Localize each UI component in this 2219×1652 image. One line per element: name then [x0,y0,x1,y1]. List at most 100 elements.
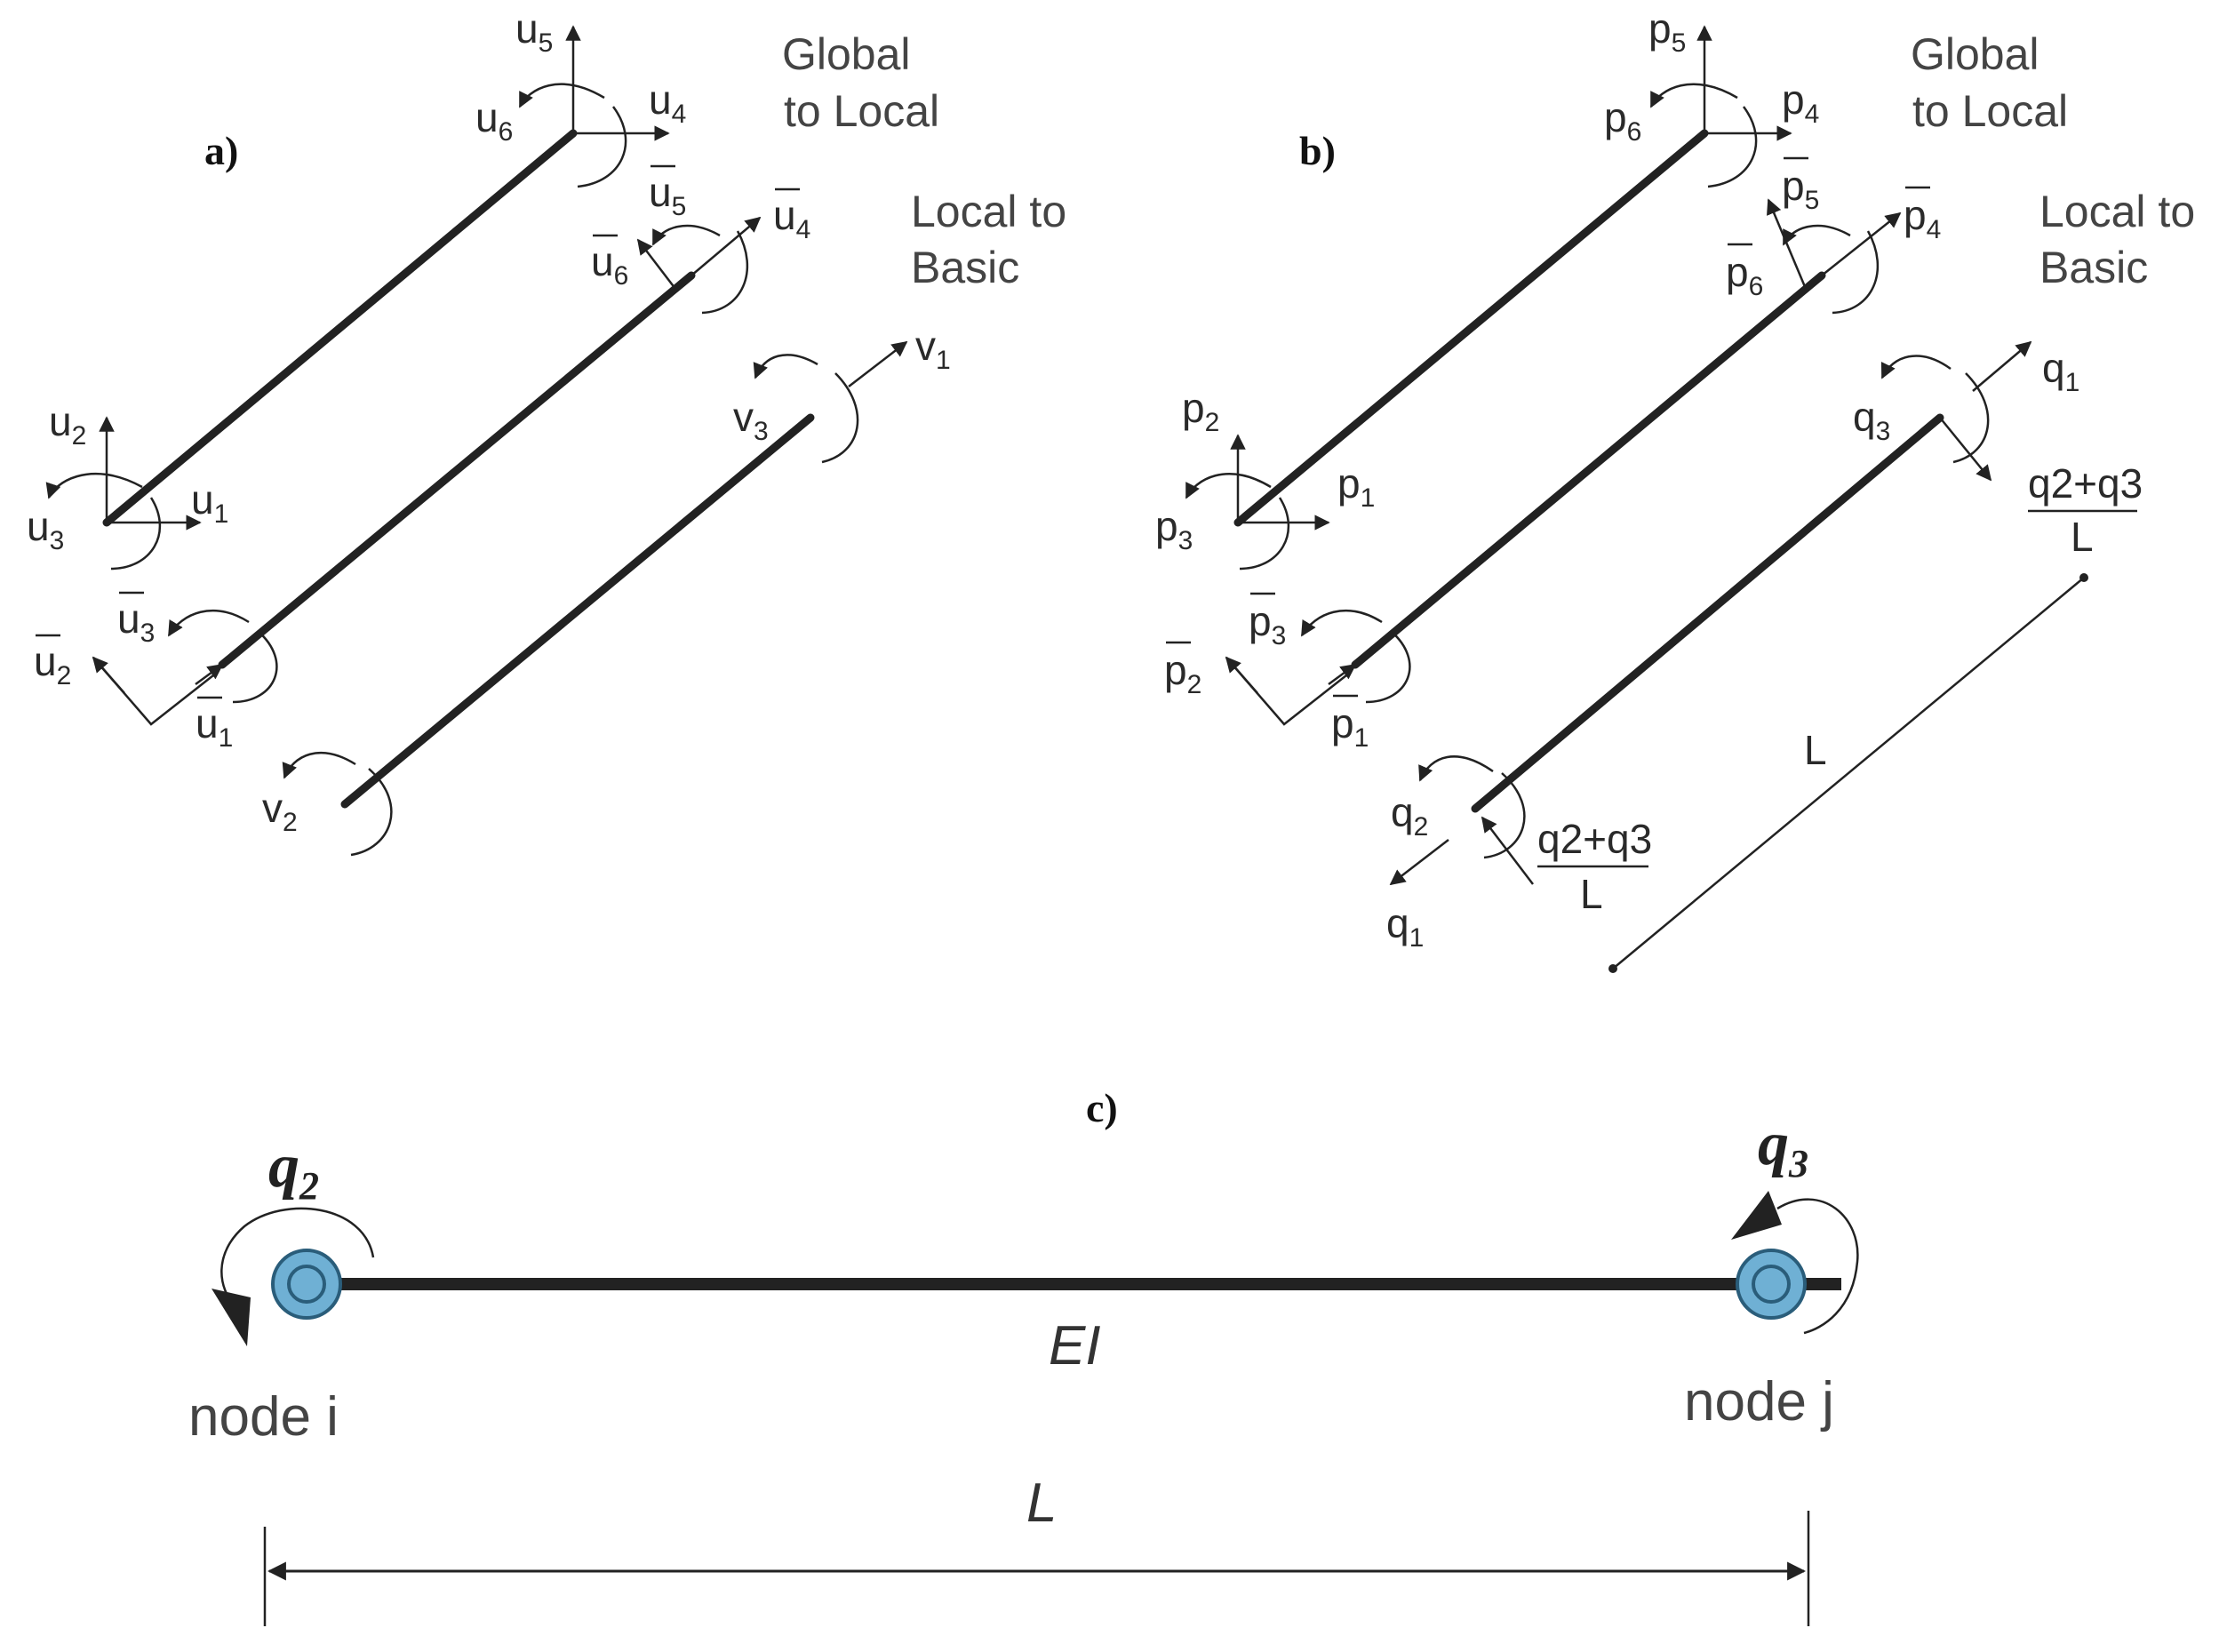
panel-b-p6-arrow [1649,83,1738,108]
panel-a-ubar3-arrow [167,609,250,637]
panel-a-ubar5-arrow [636,238,676,290]
panel-a-v3-arrow [753,354,818,379]
panel-c-node-i-label: node i [188,1386,339,1448]
panel-b-q2-arrow [1418,755,1494,782]
panel-c-node-i [271,1249,342,1320]
panel-b-p4-label: p4 [1782,76,1819,129]
panel-b-length-dimension-end-j [2079,573,2088,582]
panel-a-v2-arc [350,768,393,857]
panel-b: b) Global to Local Local to Basic p2 p1 … [1155,5,2195,973]
panel-c-moment-j-arrowhead [1731,1191,1782,1240]
panel-a-u6-arrow [518,83,605,108]
panel-a-ubar6-label: u6 [591,238,628,291]
panel-b-pbar3-arc [1365,630,1411,704]
panel-b-length-label: L [1804,727,1827,773]
panel-a-local-member [218,271,696,669]
panel-c-moment-i-arc [220,1207,375,1307]
panel-c-label: c) [1086,1085,1118,1130]
panel-b-pbar3-arrow [1300,609,1383,637]
panel-b-q2-label: q2 [1391,789,1428,842]
panel-b-q2-arc [1483,772,1526,859]
panel-b-pbar5-arrow [1767,198,1808,290]
panel-a-u6-arc [577,106,627,188]
panel-a-ubar6-arc [701,230,749,315]
panel-b-q1-i-label: q1 [1386,900,1424,953]
panel-a-global-member [102,129,578,527]
panel-c-node-i-inner [287,1265,326,1304]
panel-b-shear-i-arrow [1481,816,1534,885]
panel-b-q3-arrow [1880,355,1952,379]
panel-b-pbar6-arc [1832,230,1880,315]
panel-a-v3-arc [821,372,859,464]
panel-b-global-member [1233,129,1709,527]
panel-a-ubar1-arrow [195,663,224,686]
panel-b-pbar5-label: p5 [1782,163,1819,215]
panel-b-shear-j-denominator: L [2071,514,2094,560]
panel-a-title-global-line1: Global [782,29,911,79]
panel-a-v3-label: v3 [733,394,769,446]
panel-b-p3-arrow [1185,473,1272,499]
panel-a-title-basic-line2: Basic [911,243,1019,292]
panel-a-ubar6-arrow [651,224,721,246]
panel-b-pbar1-arrow [1328,663,1357,686]
panel-a-v2-arrow [282,751,356,779]
panel-a-u5-label: u5 [515,5,553,58]
panel-a-u1-label: u1 [191,476,228,529]
panel-a-ubar4-label: u4 [773,192,810,244]
panel-a-u3-label: u3 [27,503,64,555]
panel-b-pbar1-label: p1 [1331,700,1369,753]
panel-b-local-axes-i [1225,657,1347,726]
panel-a-u4-label: u4 [649,76,686,129]
panel-b-pbar3-label: p3 [1249,598,1286,650]
panel-a-u2-label: u2 [49,398,86,451]
panel-a-label: a) [204,128,238,173]
panel-b-basic-member [1471,413,1944,813]
panel-a-ubar2-label: u2 [34,638,71,690]
panel-c-node-j [1736,1249,1807,1320]
panel-c-moment-i-label: q2 [268,1132,319,1208]
panel-b-shear-i-numerator: q2+q3 [1537,816,1652,862]
panel-c-node-j-inner [1752,1265,1791,1304]
panel-b-pbar2-arrow [1225,656,1258,694]
panel-c-moment-j-arc [1776,1198,1859,1335]
panel-b-pbar4-label: p4 [1904,192,1941,244]
panel-b-q1-i-arrow [1389,839,1449,886]
panel-a-v1-arrow [848,340,908,387]
panel-b-pbar6-arrow [1782,224,1851,246]
panel-a-v1-label: v1 [915,323,951,375]
panel-a-ubar2-arrow [92,656,125,694]
panel-c-stiffness-label: EI [1049,1315,1101,1377]
panel-a-ubar1-label: u1 [196,700,233,753]
panel-a-u6-label: u6 [475,94,513,147]
panel-b-p6-arc [1707,106,1758,188]
panel-a-title-basic-line1: Local to [911,187,1066,236]
panel-b-p6-label: p6 [1604,94,1641,147]
panel-b-q1-j-label: q1 [2042,345,2079,397]
panel-b-length-dimension-end-i [1608,964,1617,973]
panel-a: a) Global to Local Local to Basic u2 u1 … [27,5,1066,857]
panel-c-moment-i-arrowhead [212,1289,251,1346]
panel-a-v2-label: v2 [262,785,298,837]
panel-b-shear-j-numerator: q2+q3 [2028,460,2143,507]
panel-b-local-member [1351,271,1826,669]
panel-b-title-basic-line2: Basic [2039,243,2148,292]
panel-b-q3-arc [1952,372,1990,464]
panel-a-title-global-line2: to Local [784,86,939,136]
panel-b-label: b) [1299,128,1336,173]
panel-b-p5-label: p5 [1648,5,1686,58]
panel-a-ubar5-label: u5 [649,169,686,221]
panel-b-p3-label: p3 [1155,503,1193,555]
panel-c-node-j-label: node j [1684,1371,1834,1433]
panel-b-title-basic-line1: Local to [2039,187,2195,236]
panel-b-pbar4-arrow [1821,211,1902,276]
panel-b-p1-label: p1 [1337,460,1375,513]
panel-a-ubar4-arrow [690,216,762,276]
panel-a-u3-arrow [45,472,143,499]
panel-c: c) q2 q3 EI node i node j L [188,1085,1859,1626]
panel-a-basic-member [340,413,815,809]
panel-b-pbar6-label: p6 [1726,249,1763,301]
panel-b-title-global-line1: Global [1911,29,2039,79]
panel-b-q3-label: q3 [1853,394,1890,446]
panel-b-length-dimension-line [1612,577,2085,970]
panel-b-shear-i-denominator: L [1580,871,1603,917]
